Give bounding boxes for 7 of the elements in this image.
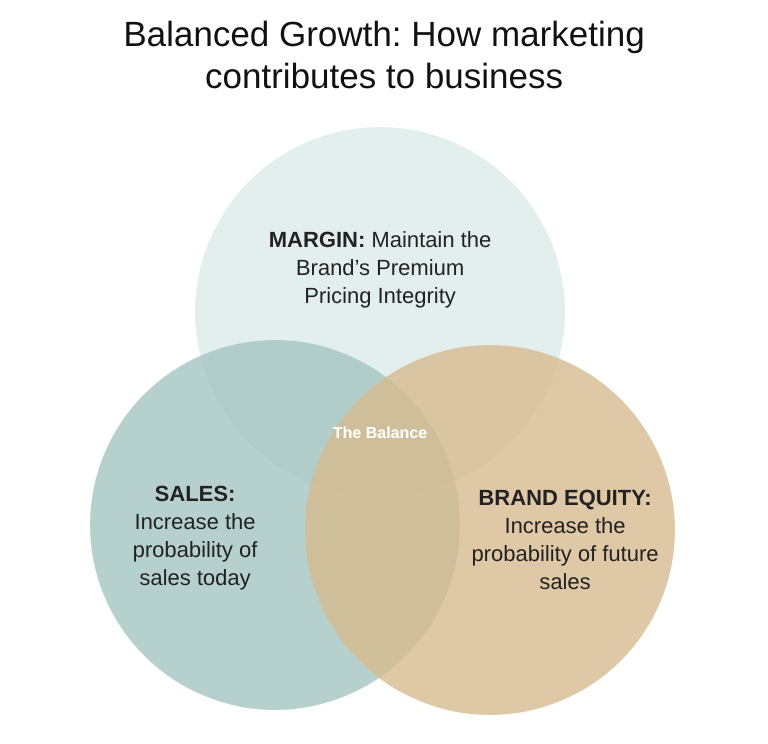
circle-text: Increase the probability of future sales <box>470 512 660 596</box>
circle-text: MARGIN: Maintain the Brand’s Premium Pricing Integrity <box>268 226 492 310</box>
circle-heading: SALES: <box>154 480 236 508</box>
center-label: The Balance <box>332 424 428 444</box>
circle-text: Increase the probability of sales today <box>132 508 258 592</box>
title: Balanced Growth: How marketing contributes to business <box>122 14 646 98</box>
circle-heading: BRAND EQUITY: <box>477 484 653 512</box>
